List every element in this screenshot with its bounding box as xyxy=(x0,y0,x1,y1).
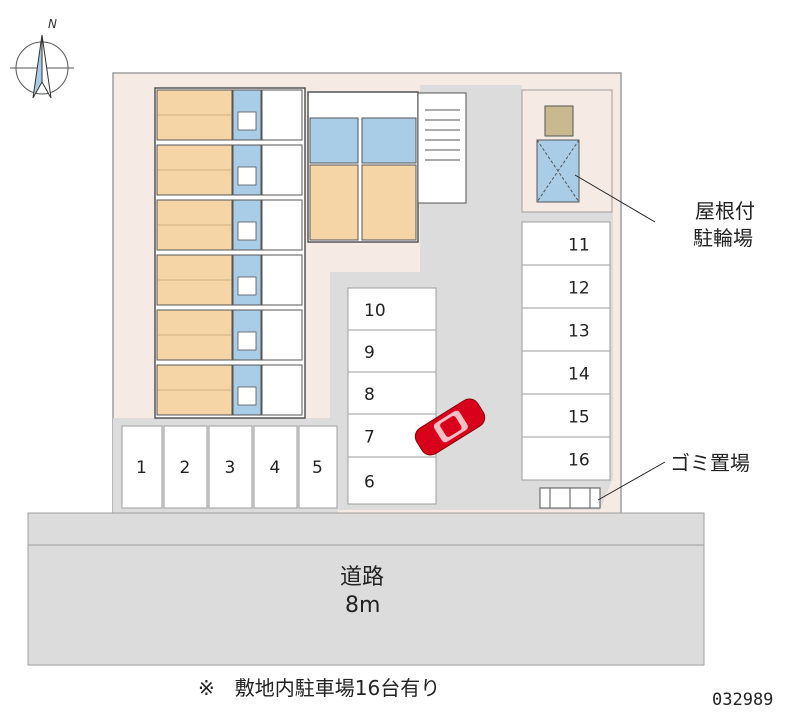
parking-space-4 xyxy=(253,425,298,509)
bike-parking xyxy=(521,89,613,213)
apartment-unit xyxy=(156,89,303,141)
parking-space-12 xyxy=(521,264,611,309)
svg-text:N: N xyxy=(48,17,57,31)
parking-space-label: 14 xyxy=(568,365,590,385)
parking-space-label: 5 xyxy=(312,458,323,478)
apartment-unit xyxy=(156,144,303,196)
parking-space-label: 11 xyxy=(568,236,590,256)
garbage-label: ゴミ置場 xyxy=(670,451,750,475)
parking-space-8 xyxy=(347,371,437,415)
parking-space-label: 1 xyxy=(136,458,147,478)
road-name: 道路 xyxy=(340,565,384,590)
bike-label-line1: 屋根付 xyxy=(695,199,755,223)
parking-space-label: 3 xyxy=(225,458,236,478)
parking-space-label: 15 xyxy=(568,408,590,428)
bike-leader-line xyxy=(574,174,656,223)
apartment-unit xyxy=(156,309,303,361)
apartment-unit xyxy=(156,254,303,306)
building-left xyxy=(154,87,306,419)
parking-space-3 xyxy=(208,425,253,509)
building-right xyxy=(307,91,467,243)
parking-space-label: 13 xyxy=(568,322,590,342)
apartment-unit xyxy=(156,199,303,251)
property-code: 032989 xyxy=(712,690,774,710)
parking-space-10 xyxy=(347,287,437,331)
parking-space-label: 12 xyxy=(568,279,590,299)
parking-space-5 xyxy=(298,425,338,509)
apartment-unit xyxy=(156,364,303,416)
parking-space-label: 7 xyxy=(364,428,375,448)
road xyxy=(27,512,705,546)
parking-space-label: 6 xyxy=(364,473,375,493)
parking-space-label: 8 xyxy=(364,385,375,405)
compass-north-icon: N xyxy=(10,17,74,99)
parking-space-6 xyxy=(347,456,437,505)
parking-space-label: 10 xyxy=(364,301,386,321)
parking-space-16 xyxy=(521,436,611,481)
parking-space-label: 2 xyxy=(180,458,191,478)
parking-space-13 xyxy=(521,307,611,352)
road-width: 8m xyxy=(345,593,380,618)
bike-label-line2: 駐輪場 xyxy=(693,226,753,250)
parking-space-11 xyxy=(521,221,611,266)
parking-space-9 xyxy=(347,329,437,373)
parking-space-label: 4 xyxy=(270,458,281,478)
parking-space-2 xyxy=(163,425,208,509)
car-icon xyxy=(414,398,486,456)
parking-space-1 xyxy=(121,425,163,509)
parking-space-label: 9 xyxy=(364,343,375,363)
garbage-leader-line xyxy=(597,461,666,501)
parking-note: ※ 敷地内駐車場16台有り xyxy=(198,676,441,700)
parking-space-label: 16 xyxy=(568,451,590,471)
parking-space-14 xyxy=(521,350,611,395)
garbage-area xyxy=(539,487,601,509)
parking-space-15 xyxy=(521,393,611,438)
road-main xyxy=(27,544,705,666)
